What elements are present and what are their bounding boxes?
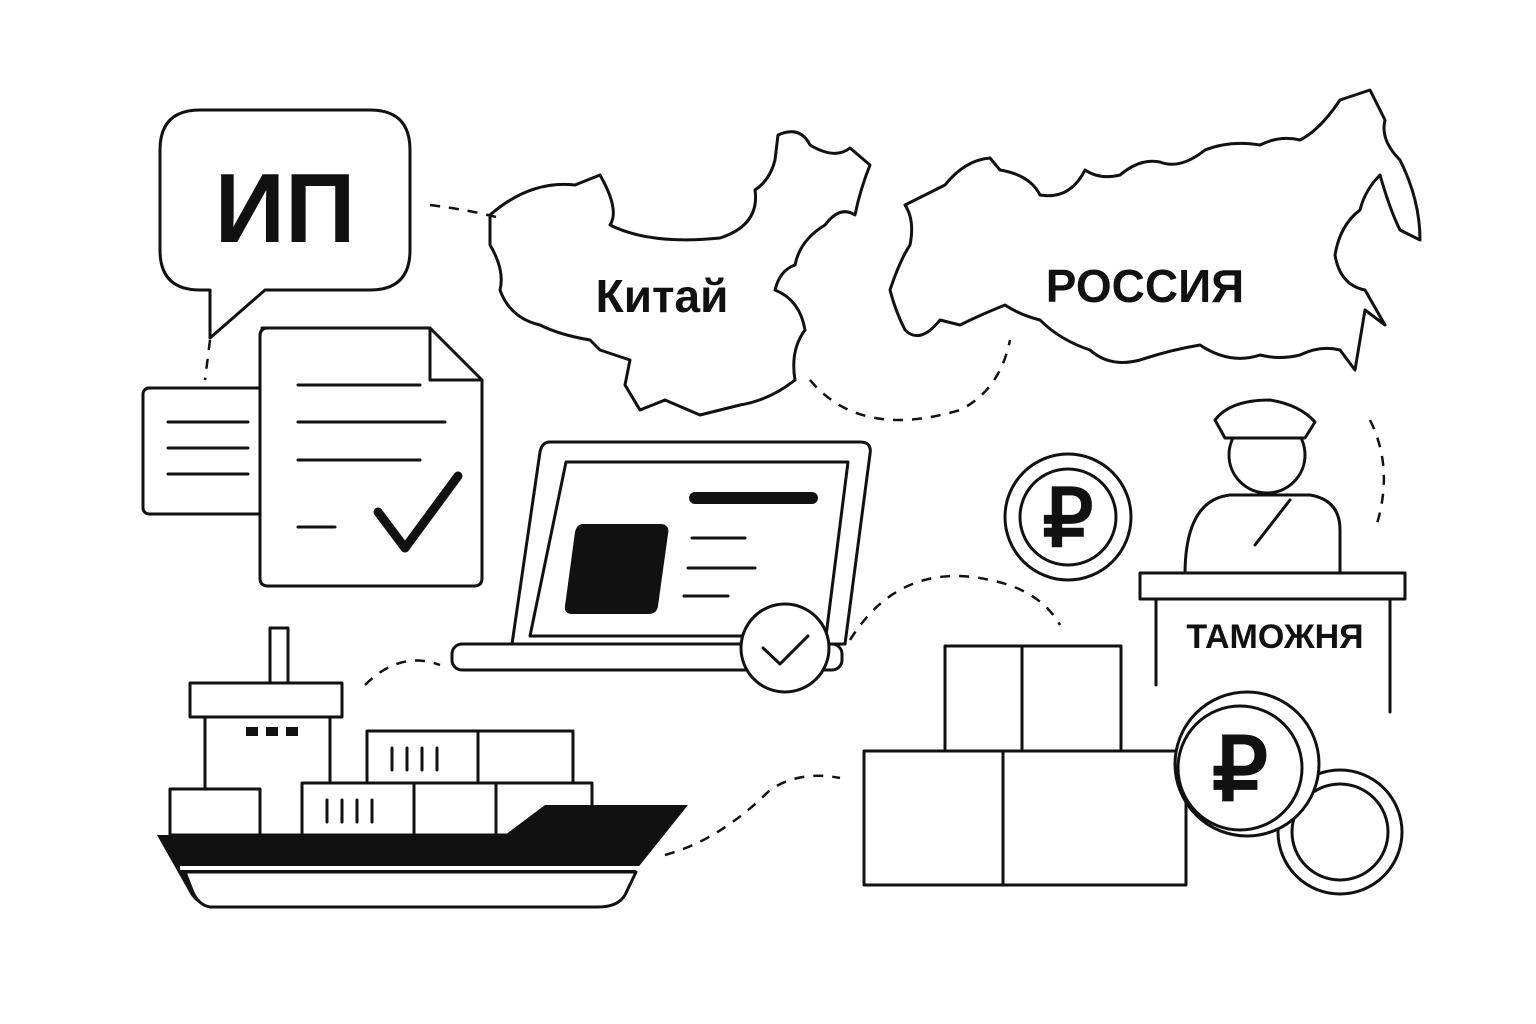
ip-speech-bubble: ИП: [158, 108, 412, 340]
documents-icon: [141, 326, 484, 588]
ip-label: ИП: [215, 153, 356, 263]
cargo-ship-icon: [157, 626, 688, 909]
ruble-sign: ₽: [1212, 720, 1268, 819]
check-badge-icon: [761, 634, 810, 666]
laptop-icon: [450, 440, 872, 694]
dashed-routes: [203, 203, 1386, 857]
ruble-coins-stack: ₽: [1173, 690, 1404, 896]
checkmark-icon: [373, 471, 463, 553]
ruble-sign: ₽: [1043, 474, 1094, 563]
china-label: Китай: [596, 270, 729, 322]
cargo-boxes: [862, 644, 1188, 887]
china-map: Китай: [488, 130, 872, 417]
customs-label: ТАМОЖНЯ: [1186, 618, 1363, 656]
russia-map: РОССИЯ: [888, 88, 1422, 372]
ruble-coin-icon: ₽: [1003, 452, 1133, 582]
russia-label: РОССИЯ: [1046, 260, 1244, 312]
customs-officer: ТАМОЖНЯ: [1138, 398, 1407, 714]
